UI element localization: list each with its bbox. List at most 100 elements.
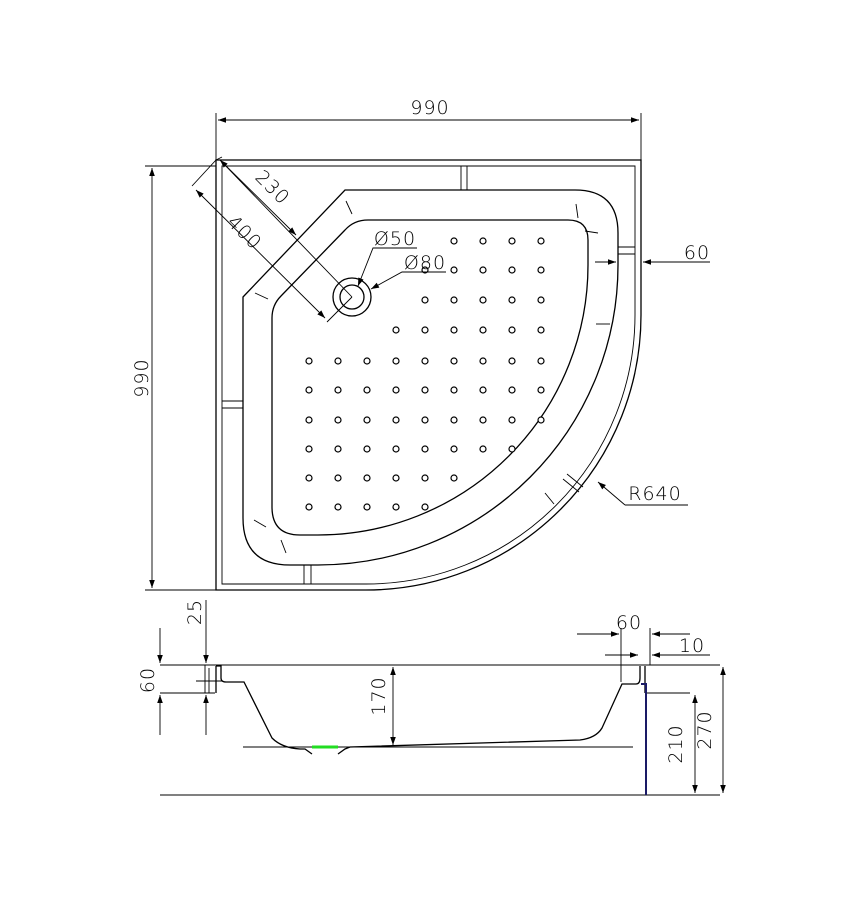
anti-slip-hole (450, 326, 458, 334)
anti-slip-hole (392, 503, 400, 511)
anti-slip-hole (334, 416, 342, 424)
anti-slip-hole (363, 474, 371, 482)
anti-slip-hole (392, 386, 400, 394)
rim-outline (242, 189, 619, 566)
rim-height-label: 60 (137, 667, 159, 693)
anti-slip-hole (450, 237, 458, 245)
anti-slip-hole (421, 503, 429, 511)
rim-dimension: 60 (595, 242, 710, 265)
anti-slip-hole (334, 445, 342, 453)
anti-slip-hole (537, 266, 545, 274)
anti-slip-hole (508, 416, 516, 424)
anti-slip-hole (450, 416, 458, 424)
rim-label: 60 (684, 242, 710, 264)
anti-slip-hole (363, 445, 371, 453)
rim-width-label: 60 (616, 612, 642, 634)
anti-slip-hole (450, 386, 458, 394)
drain-inner (339, 284, 365, 310)
total-height-label: 270 (694, 710, 716, 749)
drain-outer-label: Ø80 (404, 252, 446, 274)
anti-slip-hole (392, 416, 400, 424)
anti-slip-hole (479, 296, 487, 304)
anti-slip-hole (508, 237, 516, 245)
anti-slip-hole (421, 474, 429, 482)
anti-slip-hole (508, 357, 516, 365)
anti-slip-hole (479, 266, 487, 274)
anti-slip-hole (305, 445, 313, 453)
lip-dimension: 25 (184, 599, 222, 735)
anti-slip-hole (508, 386, 516, 394)
anti-slip-hole (392, 445, 400, 453)
depth-dimension: 990 (131, 165, 216, 591)
depth-dimension-side: 170 (368, 667, 396, 745)
anti-slip-hole (363, 357, 371, 365)
anti-slip-hole (334, 386, 342, 394)
anti-slip-hole (334, 503, 342, 511)
tray-profile (215, 665, 646, 755)
anti-slip-hole (537, 237, 545, 245)
tray-outer-outline (215, 159, 642, 591)
anti-slip-hole (450, 266, 458, 274)
anti-slip-hole (334, 357, 342, 365)
anti-slip-hole (305, 357, 313, 365)
drain-diameter-dimensions: Ø50 Ø80 (357, 228, 446, 290)
apron-label: 210 (665, 724, 687, 763)
anti-slip-hole (479, 357, 487, 365)
anti-slip-hole (537, 296, 545, 304)
anti-slip-hole (537, 357, 545, 365)
anti-slip-hole (392, 357, 400, 365)
anti-slip-hole (392, 326, 400, 334)
anti-slip-hole (450, 474, 458, 482)
total-height-dimension: 270 (694, 667, 726, 793)
drain-holes (305, 237, 545, 511)
anti-slip-hole (305, 503, 313, 511)
width-label: 990 (410, 97, 449, 119)
anti-slip-hole (334, 474, 342, 482)
anti-slip-hole (305, 416, 313, 424)
anti-slip-hole (421, 357, 429, 365)
anti-slip-hole (537, 326, 545, 334)
side-depth-label: 170 (368, 676, 390, 715)
radius-dimension: R640 (597, 481, 688, 506)
anti-slip-hole (479, 237, 487, 245)
apron-wall (641, 683, 647, 795)
rim-height-dimension: 60 (137, 628, 163, 735)
side-view: 60 25 170 60 10 210 270 (137, 599, 726, 796)
anti-slip-hole (305, 474, 313, 482)
depth-label: 990 (131, 358, 153, 397)
top-view: 990 990 60 R640 230 400 (131, 97, 710, 591)
drain-offset-label: 400 (223, 211, 266, 254)
anti-slip-hole (479, 445, 487, 453)
anti-slip-hole (479, 416, 487, 424)
anti-slip-hole (392, 474, 400, 482)
anti-slip-hole (363, 503, 371, 511)
anti-slip-hole (421, 326, 429, 334)
anti-slip-hole (537, 386, 545, 394)
rim-width-dimension: 60 10 (577, 612, 710, 682)
anti-slip-hole (421, 296, 429, 304)
drain-inner-label: Ø50 (374, 228, 416, 250)
anti-slip-hole (450, 357, 458, 365)
wall-label: 10 (679, 635, 705, 657)
anti-slip-hole (508, 445, 516, 453)
width-dimension: 990 (215, 97, 642, 160)
anti-slip-hole (450, 296, 458, 304)
anti-slip-hole (508, 296, 516, 304)
basin-outline (271, 219, 589, 536)
lip-label: 25 (184, 599, 206, 625)
support-notches (222, 166, 635, 584)
anti-slip-hole (479, 386, 487, 394)
anti-slip-hole (421, 386, 429, 394)
apron-dimension: 210 (665, 695, 698, 793)
anti-slip-hole (450, 445, 458, 453)
anti-slip-hole (508, 326, 516, 334)
anti-slip-hole (421, 266, 429, 274)
radius-label: R640 (628, 483, 681, 505)
tray-inner-outline (221, 165, 636, 585)
anti-slip-hole (421, 416, 429, 424)
anti-slip-hole (421, 445, 429, 453)
anti-slip-hole (305, 386, 313, 394)
anti-slip-hole (508, 266, 516, 274)
anti-slip-hole (479, 326, 487, 334)
